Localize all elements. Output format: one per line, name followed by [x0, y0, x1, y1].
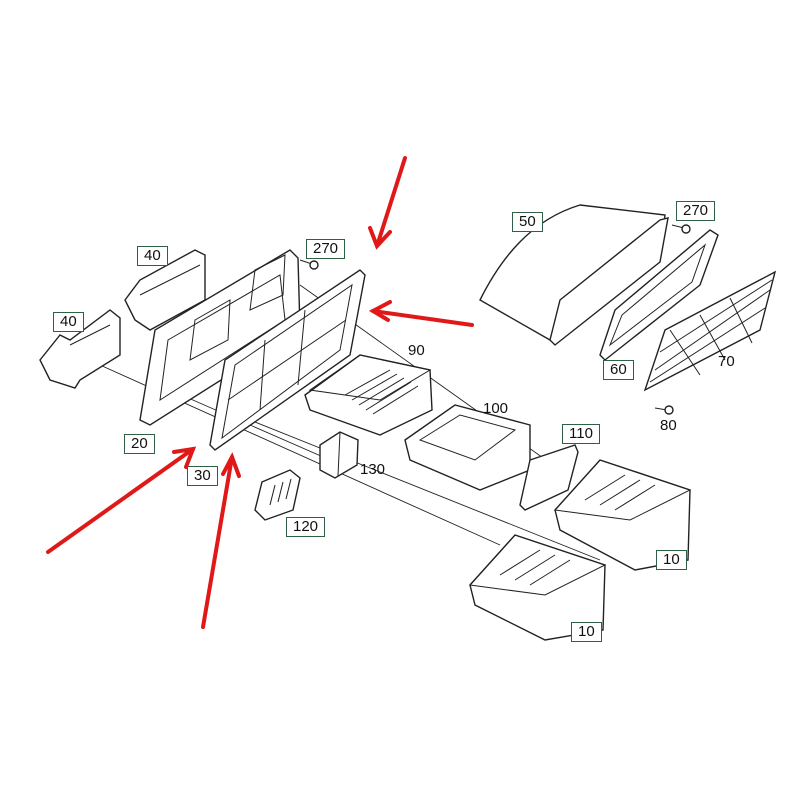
screw-80 [654, 405, 674, 415]
part-20-frame [139, 249, 301, 426]
part-100-tray [404, 404, 531, 491]
label-part-20: 20 [124, 434, 155, 454]
arrow-icon [46, 446, 197, 554]
label-part-10-right: 10 [656, 550, 687, 570]
label-part-270-right: 270 [676, 201, 716, 221]
part-10-housing-right [553, 459, 692, 571]
arrow-icon [201, 452, 241, 629]
label-part-70: 70 [718, 353, 735, 370]
screw-270-right [671, 224, 691, 234]
label-part-50: 50 [512, 212, 543, 232]
arrow-icon [368, 300, 474, 327]
label-part-100: 100 [483, 400, 509, 417]
label-part-120: 120 [286, 517, 326, 537]
part-40-top-bracket [124, 249, 206, 331]
part-40-left-bracket [39, 309, 121, 389]
label-part-270-left: 270 [306, 239, 346, 259]
label-part-60: 60 [603, 360, 634, 380]
label-part-130: 130 [360, 461, 386, 478]
label-part-10-bottom: 10 [571, 622, 602, 642]
part-120-switch [254, 469, 301, 521]
label-part-90: 90 [408, 342, 425, 359]
part-30-panel [209, 269, 366, 451]
part-90-duct [304, 354, 433, 436]
label-part-80: 80 [660, 417, 677, 434]
screw-270-left [299, 259, 319, 270]
label-part-40-top: 40 [137, 246, 168, 266]
label-part-40-left: 40 [53, 312, 84, 332]
part-110-cover [519, 444, 579, 511]
label-part-110: 110 [562, 424, 600, 444]
part-130-switch [319, 431, 359, 479]
part-70-grille [643, 270, 777, 392]
red-arrows [46, 156, 474, 629]
label-part-30: 30 [187, 466, 218, 486]
part-10-housing-bottom [468, 534, 607, 641]
part-50-box [479, 204, 669, 346]
arrow-icon [368, 156, 407, 250]
